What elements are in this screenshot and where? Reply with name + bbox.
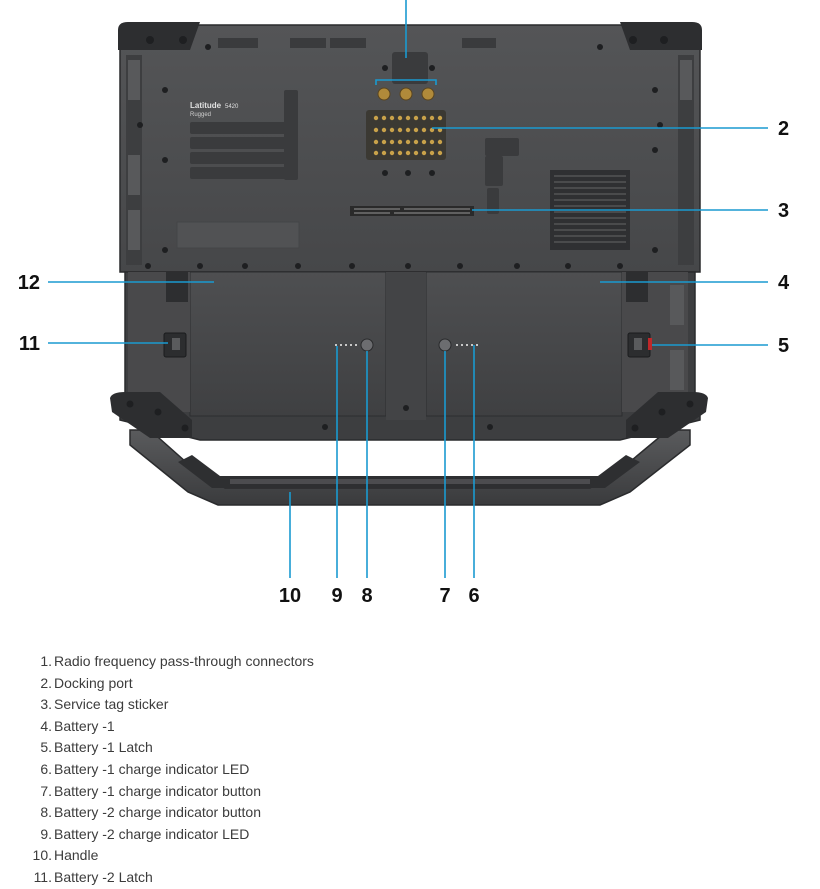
legend-item-label: Docking port (54, 674, 133, 691)
legend-item: 5.Battery -1 Latch (40, 737, 820, 759)
legend-item-label: Service tag sticker (54, 696, 169, 713)
battery-1-latch (627, 332, 652, 358)
legend-item-number: 7. (40, 782, 52, 799)
legend-item-number: 2. (40, 674, 52, 691)
top-left-bumper (118, 22, 200, 50)
legend-item-number: 9. (40, 825, 52, 842)
component-legend: 1.Radio frequency pass-through connector… (0, 651, 820, 889)
callout-7: 7 (439, 585, 450, 607)
legend-item: 7.Battery -1 charge indicator button (40, 781, 820, 803)
legend-item-number: 1. (40, 653, 52, 669)
laptop-bottom-figure: Latitude 5420 Rugged (18, 0, 790, 607)
callout-11: 11 (19, 333, 40, 355)
callout-9: 9 (331, 585, 342, 607)
legend-item-number: 10. (32, 847, 52, 864)
right-rail (678, 55, 694, 265)
legend-item: 6.Battery -1 charge indicator LED (40, 759, 820, 781)
legend-item-number: 3. (40, 696, 52, 713)
legend-item-label: Battery -1 (54, 717, 115, 734)
callout-numbers: 2 3 4 5 6 7 8 9 10 11 12 (18, 118, 790, 607)
legend-item: 8.Battery -2 charge indicator button (40, 802, 820, 824)
callout-2: 2 (778, 118, 789, 140)
chassis-screws (137, 36, 668, 269)
legend-item: 3.Service tag sticker (40, 694, 820, 716)
handle (129, 429, 691, 506)
legend-item-label: Battery -2 charge indicator LED (54, 825, 250, 842)
legend-item-number: 8. (40, 804, 52, 821)
laptop-bottom-illustration: Latitude 5420 Rugged (18, 0, 790, 607)
rf-connectors (377, 52, 435, 101)
legend-item: 2.Docking port (40, 673, 820, 695)
legend-item: 10.Handle (33, 845, 820, 867)
callout-10: 10 (279, 585, 301, 607)
battery-section (110, 271, 708, 441)
service-tag-sticker (350, 206, 474, 216)
left-vent-slots (190, 90, 298, 180)
chassis: Latitude 5420 Rugged (118, 22, 702, 273)
legend-item-label: Battery -1 charge indicator button (54, 782, 262, 799)
callout-6: 6 (468, 585, 479, 607)
brand-model: 5420 (225, 104, 239, 110)
callout-leaders (48, 0, 768, 578)
label-panel (176, 221, 300, 249)
legend-item: 1.Radio frequency pass-through connector… (40, 651, 820, 673)
legend-item-number: 4. (40, 717, 52, 734)
legend-item-number: 11. (33, 868, 52, 885)
brand-name: Latitude (190, 101, 222, 110)
legend-item-label: Battery -1 Latch (54, 739, 153, 756)
legend-item-label: Handle (54, 847, 99, 864)
legend-item-number: 5. (40, 739, 52, 756)
top-right-bumper (620, 22, 702, 50)
legend-item: 4.Battery -1 (40, 716, 820, 738)
brand-subline: Rugged (190, 112, 211, 118)
legend-item-number: 6. (40, 760, 52, 777)
legend-item: 11.Battery -2 Latch (34, 867, 820, 889)
legend-item-label: Radio frequency pass-through connectors (54, 653, 314, 669)
legend-item-label: Battery -2 Latch (54, 868, 153, 885)
legend-item-label: Battery -2 charge indicator button (54, 804, 262, 821)
legend-item: 9.Battery -2 charge indicator LED (40, 824, 820, 846)
battery-2-latch (163, 332, 187, 358)
legend-item-label: Battery -1 charge indicator LED (54, 760, 250, 777)
battery-1-charge-indicator (438, 338, 478, 352)
callout-3: 3 (778, 200, 789, 222)
docking-port (366, 110, 446, 160)
battery-1 (425, 271, 623, 417)
battery-2 (189, 271, 387, 417)
callout-12: 12 (18, 272, 40, 294)
callout-8: 8 (361, 585, 372, 607)
callout-5: 5 (778, 335, 789, 357)
callout-4: 4 (778, 272, 790, 294)
